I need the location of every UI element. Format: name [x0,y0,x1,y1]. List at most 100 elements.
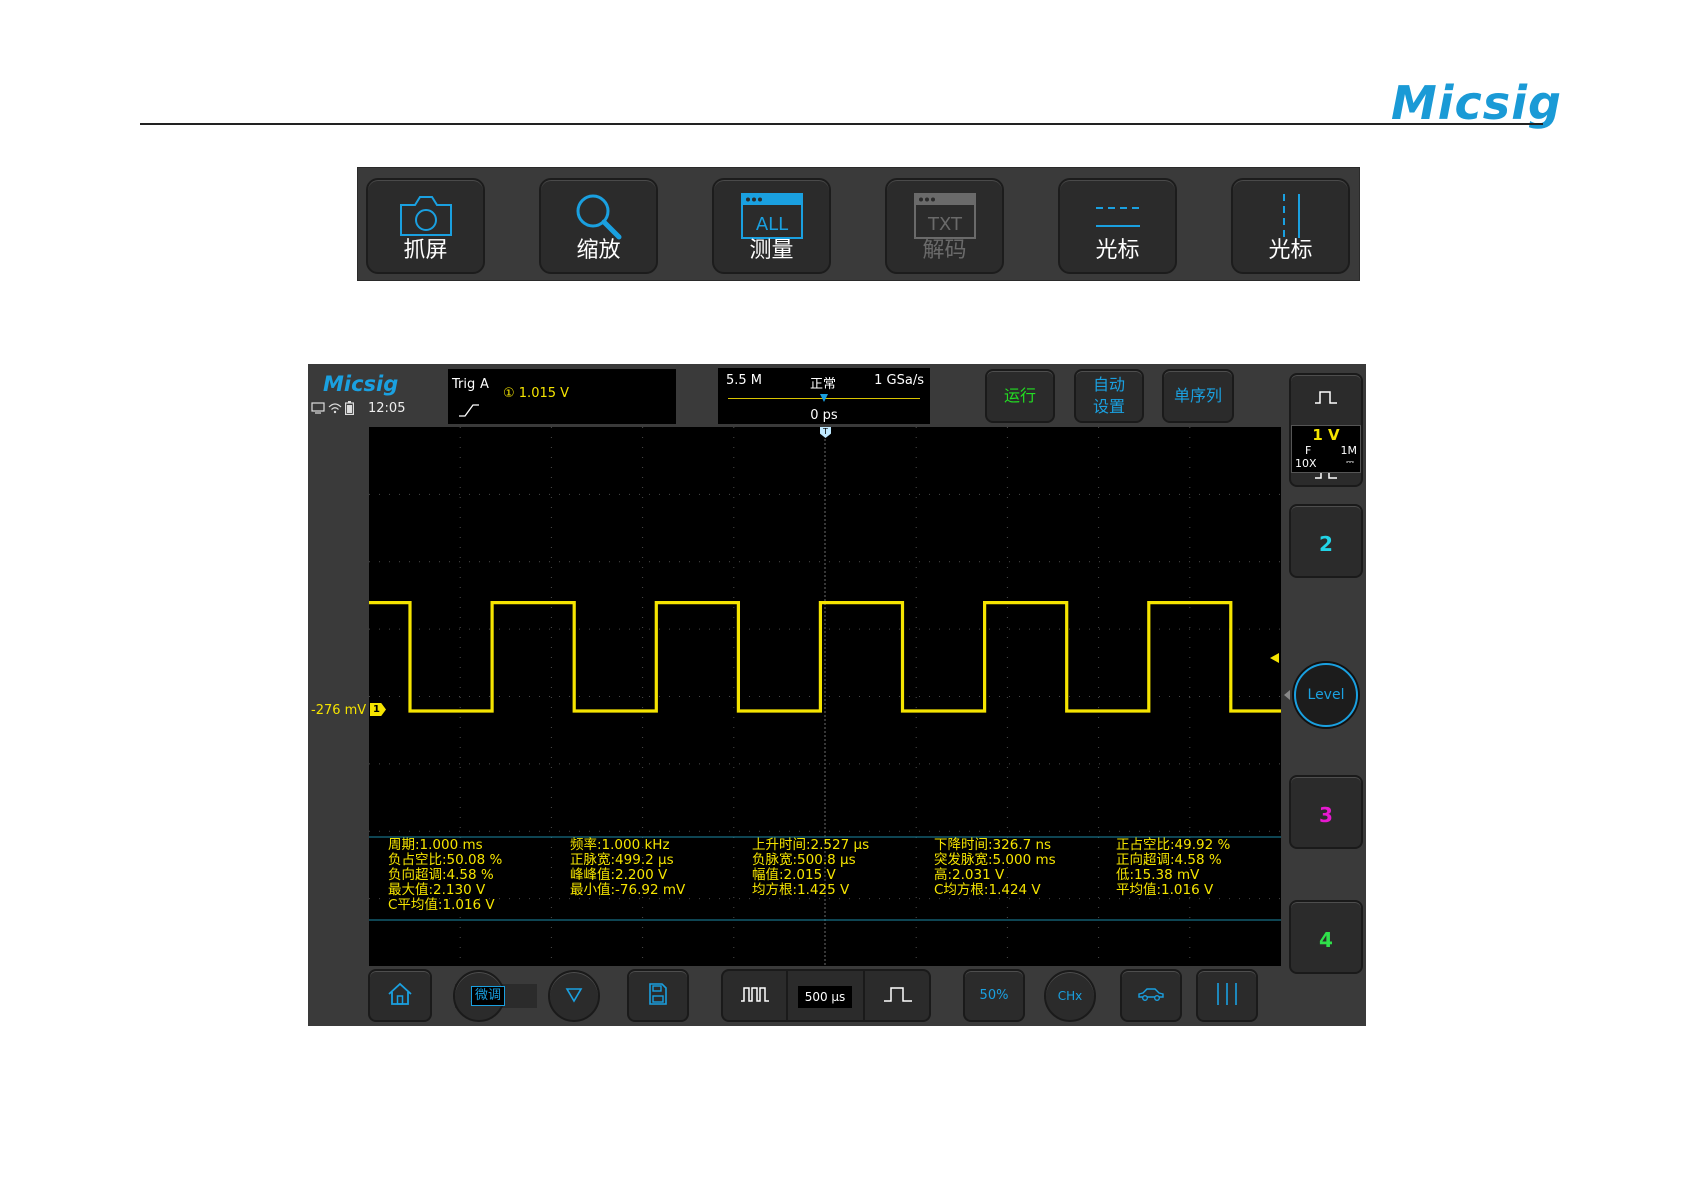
trigger-level: ① 1.015 V [503,386,570,401]
battery-icon [345,401,355,418]
measurement-item: 频率:1.000 kHz [570,837,670,853]
dense-pulse-icon [740,986,770,1006]
zoom-label: 缩放 [576,238,621,263]
wide-pulse-icon [883,986,913,1006]
horizontal-cursor-button[interactable]: 光标 [1058,178,1177,274]
decode-button[interactable]: TXT 解码 [885,178,1004,274]
ch3-button[interactable]: 3 [1289,775,1363,849]
waveform-display[interactable] [369,427,1281,966]
timebase-info[interactable]: 5.5 M 正常 1 GSa/s 0 ps [718,368,930,424]
trigger-position-flag: T [820,427,831,438]
single-sequence-button[interactable]: 单序列 [1162,369,1234,423]
clock: 12:05 [368,401,406,416]
measure-all-text: ALL [755,214,787,235]
car-mode-button[interactable] [1120,969,1182,1022]
measurement-item: C平均值:1.016 V [388,897,495,913]
micsig-logo: Micsig [1391,76,1562,130]
timebase-slow-button[interactable] [868,970,928,1021]
acquire-mode: 正常 [810,377,837,392]
decode-label: 解码 [922,238,967,263]
measurement-item: 幅值:2.015 V [752,867,836,883]
measure-all-icon: ALL [714,188,829,244]
screenshot-label: 抓屏 [403,238,448,263]
function-toolbar: 抓屏 缩放 ALL 测量 TXT 解码 光标 [357,167,1360,281]
home-icon [387,982,413,1010]
ch1-settings[interactable]: 1 V F 1M 10X ⎓ [1291,425,1361,473]
ch1-offset: -276 mV [311,703,367,718]
car-icon [1137,986,1165,1006]
measure-button[interactable]: ALL 测量 [712,178,831,274]
auto-setup-label: 自动设置 [1093,374,1125,418]
screenshot-button[interactable]: 抓屏 [366,178,485,274]
measurement-item: 负占空比:50.08 % [388,852,503,868]
ch1-volts-div: 1 V [1312,426,1340,444]
trigger-delay: 0 ps [810,408,838,423]
oscilloscope-screen: Micsig 12:05 Trig A ① 1.015 V 5.5 M [308,364,1366,1026]
level-knob[interactable]: Level [1294,663,1358,727]
trigger-position-marker [820,394,828,402]
rising-edge-icon [458,402,480,421]
decode-txt-icon: TXT [887,188,1002,244]
graticule [369,427,1281,966]
ch1-probe: 10X [1295,457,1317,470]
trigger-level-arrow[interactable] [1270,653,1279,663]
vertical-lines-button[interactable] [1196,969,1258,1022]
timebase-fast-button[interactable] [726,970,784,1021]
trigger-info[interactable]: Trig A ① 1.015 V [448,369,676,424]
measurement-item: 最小值:-76.92 mV [570,882,686,898]
auto-setup-line2: 设置 [1092,397,1125,416]
run-button[interactable]: 运行 [985,369,1055,423]
auto-setup-button[interactable]: 自动设置 [1074,369,1144,423]
ch1-ground-marker[interactable]: 1 [370,703,386,716]
fine-adjust-label[interactable]: 微调 [471,986,505,1006]
measurement-item: 峰峰值:2.200 V [570,867,668,883]
vertical-cursor-button[interactable]: 光标 [1231,178,1350,274]
sample-rate: 1 GSa/s [874,373,924,388]
measurement-item: 下降时间:326.7 ns [934,837,1052,853]
ch4-button[interactable]: 4 [1289,900,1363,974]
ch1-waveform [369,601,1281,713]
waveform-svg [369,427,1281,966]
memory-depth: 5.5 M [726,373,763,388]
measure-label: 测量 [749,238,794,263]
decode-txt-text: TXT [926,214,962,235]
ch2-label: 2 [1319,532,1333,556]
measurement-item: 低:15.38 mV [1116,867,1200,883]
save-file-icon [648,982,668,1010]
level-knob-arrow [1284,690,1290,700]
ch2-button[interactable]: 2 [1289,504,1363,578]
horizontal-cursor-icon [1060,188,1175,244]
ch1-scale-up-icon [1314,389,1338,408]
ch1-dc-coupling: ⎓ [1346,457,1354,468]
measurement-item: C均方根:1.424 V [934,882,1041,898]
camera-icon [368,188,483,244]
vertical-lines-icon [1214,981,1240,1011]
timebase-divider-right [863,971,865,1020]
measurement-item: 高:2.031 V [934,867,1005,883]
fifty-percent-button[interactable]: 50% [963,969,1025,1022]
channel-select-button[interactable]: CHx [1044,970,1096,1022]
measurement-item: 负向超调:4.58 % [388,867,494,883]
measurement-item: 正占空比:49.92 % [1116,837,1231,853]
measurement-item: 正向超调:4.58 % [1116,852,1222,868]
status-icons [311,401,355,418]
save-button[interactable] [627,969,689,1022]
fine-down-button[interactable] [548,970,600,1022]
vertical-cursor-icon [1233,188,1348,244]
measurement-item: 周期:1.000 ms [388,837,483,853]
timebase-divider-left [786,971,788,1020]
home-button[interactable] [368,969,432,1022]
timebase-value: 500 μs [798,986,852,1008]
trigger-source: A [480,377,489,392]
vertical-cursor-label: 光标 [1268,238,1313,263]
ch3-label: 3 [1319,803,1333,827]
wifi-icon [328,402,342,417]
auto-setup-line1: 自动 [1092,375,1125,394]
trigger-label: Trig [452,377,476,392]
zoom-button[interactable]: 缩放 [539,178,658,274]
ch1-impedance: 1M [1340,444,1358,457]
